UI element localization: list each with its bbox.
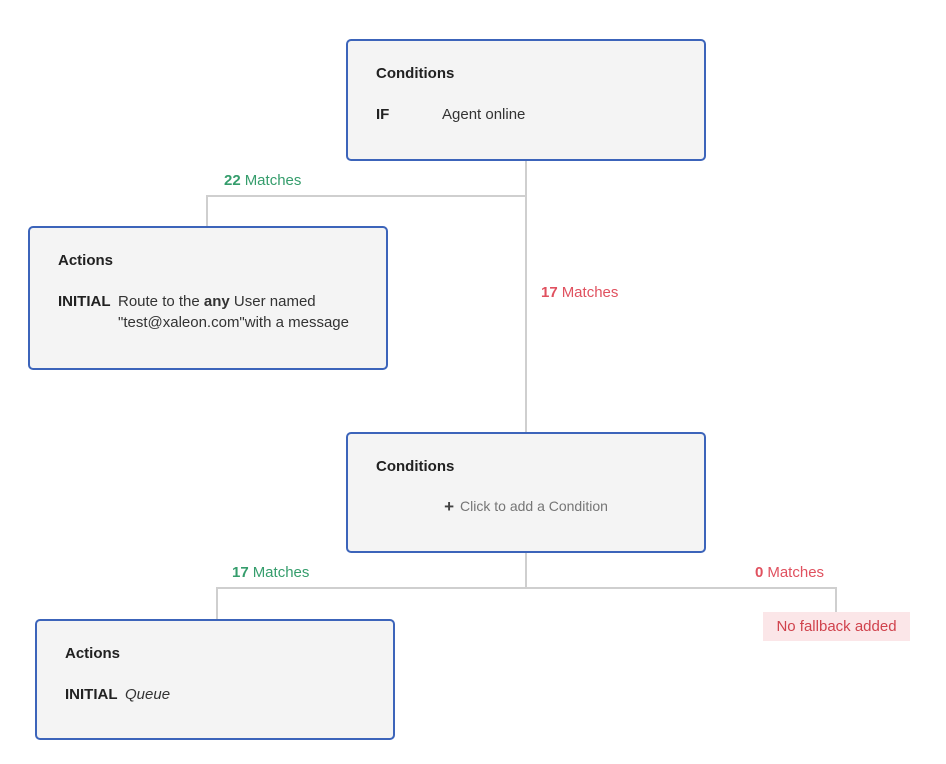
match-count: 22 [224, 172, 241, 189]
match-count: 17 [541, 284, 558, 301]
condition-node-second[interactable]: Conditions + Click to add a Condition [346, 432, 706, 553]
match-word: Matches [767, 564, 825, 581]
condition-row: IF Agent online [376, 104, 676, 125]
add-condition-label: Click to add a Condition [460, 498, 608, 514]
node-title: Conditions [376, 65, 455, 82]
plus-icon: + [444, 497, 455, 516]
connector-line [525, 553, 527, 589]
match-count: 17 [232, 564, 249, 581]
match-word: Matches [252, 564, 310, 581]
connector-line [206, 195, 208, 226]
connector-line [206, 195, 527, 197]
condition-value: Agent online [442, 106, 526, 123]
action-description-bold: any [203, 293, 230, 310]
connector-line [525, 161, 527, 432]
add-condition-button[interactable]: + Click to add a Condition [376, 497, 676, 517]
match-word: Matches [561, 284, 619, 301]
action-description: Queue [125, 686, 171, 703]
action-description: Route to the any User named "test@xaleon… [118, 291, 358, 333]
no-fallback-badge[interactable]: No fallback added [763, 612, 910, 641]
action-node-route[interactable]: Actions INITIAL Route to the any User na… [28, 226, 388, 370]
action-row: INITIAL Route to the any User named "tes… [58, 291, 358, 333]
connector-line [835, 587, 837, 613]
match-count: 0 [755, 564, 764, 581]
action-stage-label: INITIAL [65, 686, 118, 703]
node-title: Actions [58, 252, 114, 269]
condition-node-root[interactable]: Conditions IF Agent online [346, 39, 706, 161]
action-description-post: User named "test@xaleon.com"with a messa… [118, 293, 349, 331]
condition-operator-label: IF [376, 106, 390, 123]
action-row: INITIAL Queue [65, 684, 365, 705]
connector-line [216, 587, 837, 589]
action-node-queue[interactable]: Actions INITIAL Queue [35, 619, 395, 740]
action-stage-label: INITIAL [58, 293, 111, 310]
connector-line [216, 587, 218, 619]
node-title: Conditions [376, 458, 455, 475]
match-word: Matches [244, 172, 302, 189]
action-description-pre: Route to the [118, 293, 204, 310]
node-title: Actions [65, 645, 121, 662]
